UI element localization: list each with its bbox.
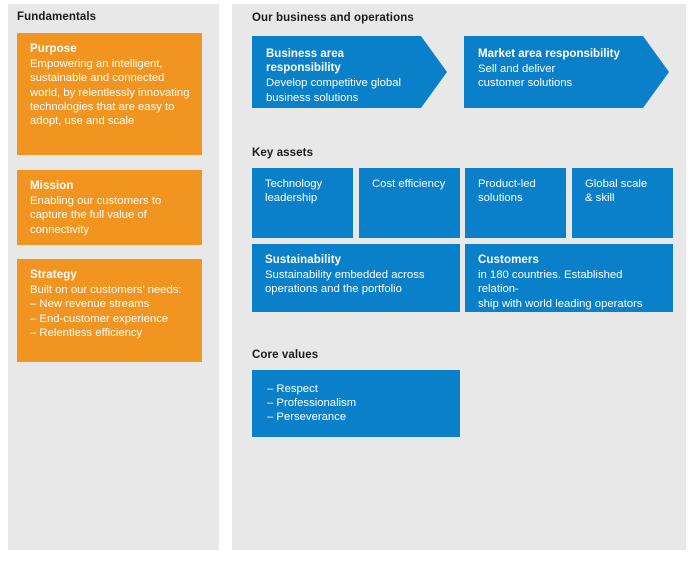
tile-cost-efficiency: Cost efficiency xyxy=(359,168,460,238)
arrow-business-area-responsibility: Business area responsibility Develop com… xyxy=(252,36,447,108)
tile-technology-leadership-label: Technology leadership xyxy=(265,178,323,205)
core-values-section-title: Core values xyxy=(252,349,319,361)
tile-sustainability-title: Sustainability xyxy=(265,254,342,266)
arrow-business-area-title: Business area responsibility xyxy=(266,48,344,75)
card-purpose-title: Purpose xyxy=(30,43,77,55)
business-operations-section-title: Our business and operations xyxy=(252,12,414,24)
arrow-market-area-title: Market area responsibility xyxy=(478,48,620,60)
tile-customers-title: Customers xyxy=(478,254,539,266)
card-purpose-body: Empowering an intelligent, sustainable a… xyxy=(30,58,190,128)
card-mission-body: Enabling our customers to capture the fu… xyxy=(30,195,162,236)
card-core-values: – Respect – Professionalism – Perseveran… xyxy=(252,370,460,437)
tile-cost-efficiency-label: Cost efficiency xyxy=(372,178,446,190)
tile-sustainability-body: Sustainability embedded across operation… xyxy=(265,269,425,296)
tile-product-led-solutions-label: Product-led solutions xyxy=(478,178,536,205)
card-mission: Mission Enabling our customers to captur… xyxy=(17,170,202,245)
arrow-business-area-body: Develop competitive global business solu… xyxy=(266,77,402,104)
tile-sustainability: Sustainability Sustainability embedded a… xyxy=(252,244,460,312)
card-core-values-body: – Respect – Professionalism – Perseveran… xyxy=(267,383,357,424)
tile-global-scale-skill-label: Global scale & skill xyxy=(585,178,648,205)
tile-customers-body: in 180 countries. Established relation- … xyxy=(478,269,643,310)
arrow-market-area-responsibility: Market area responsibility Sell and deli… xyxy=(464,36,669,108)
card-strategy-body: Built on our customers’ needs: – New rev… xyxy=(30,284,182,339)
card-mission-title: Mission xyxy=(30,180,74,192)
card-strategy-title: Strategy xyxy=(30,269,77,281)
tile-product-led-solutions: Product-led solutions xyxy=(465,168,566,238)
tile-customers: Customers in 180 countries. Established … xyxy=(465,244,673,312)
card-purpose: Purpose Empowering an intelligent, susta… xyxy=(17,33,202,155)
fundamentals-section-title: Fundamentals xyxy=(17,11,97,23)
key-assets-section-title: Key assets xyxy=(252,147,314,159)
arrow-market-area-body: Sell and deliver customer solutions xyxy=(478,63,573,90)
card-strategy: Strategy Built on our customers’ needs: … xyxy=(17,259,202,362)
tile-technology-leadership: Technology leadership xyxy=(252,168,353,238)
tile-global-scale-skill: Global scale & skill xyxy=(572,168,673,238)
